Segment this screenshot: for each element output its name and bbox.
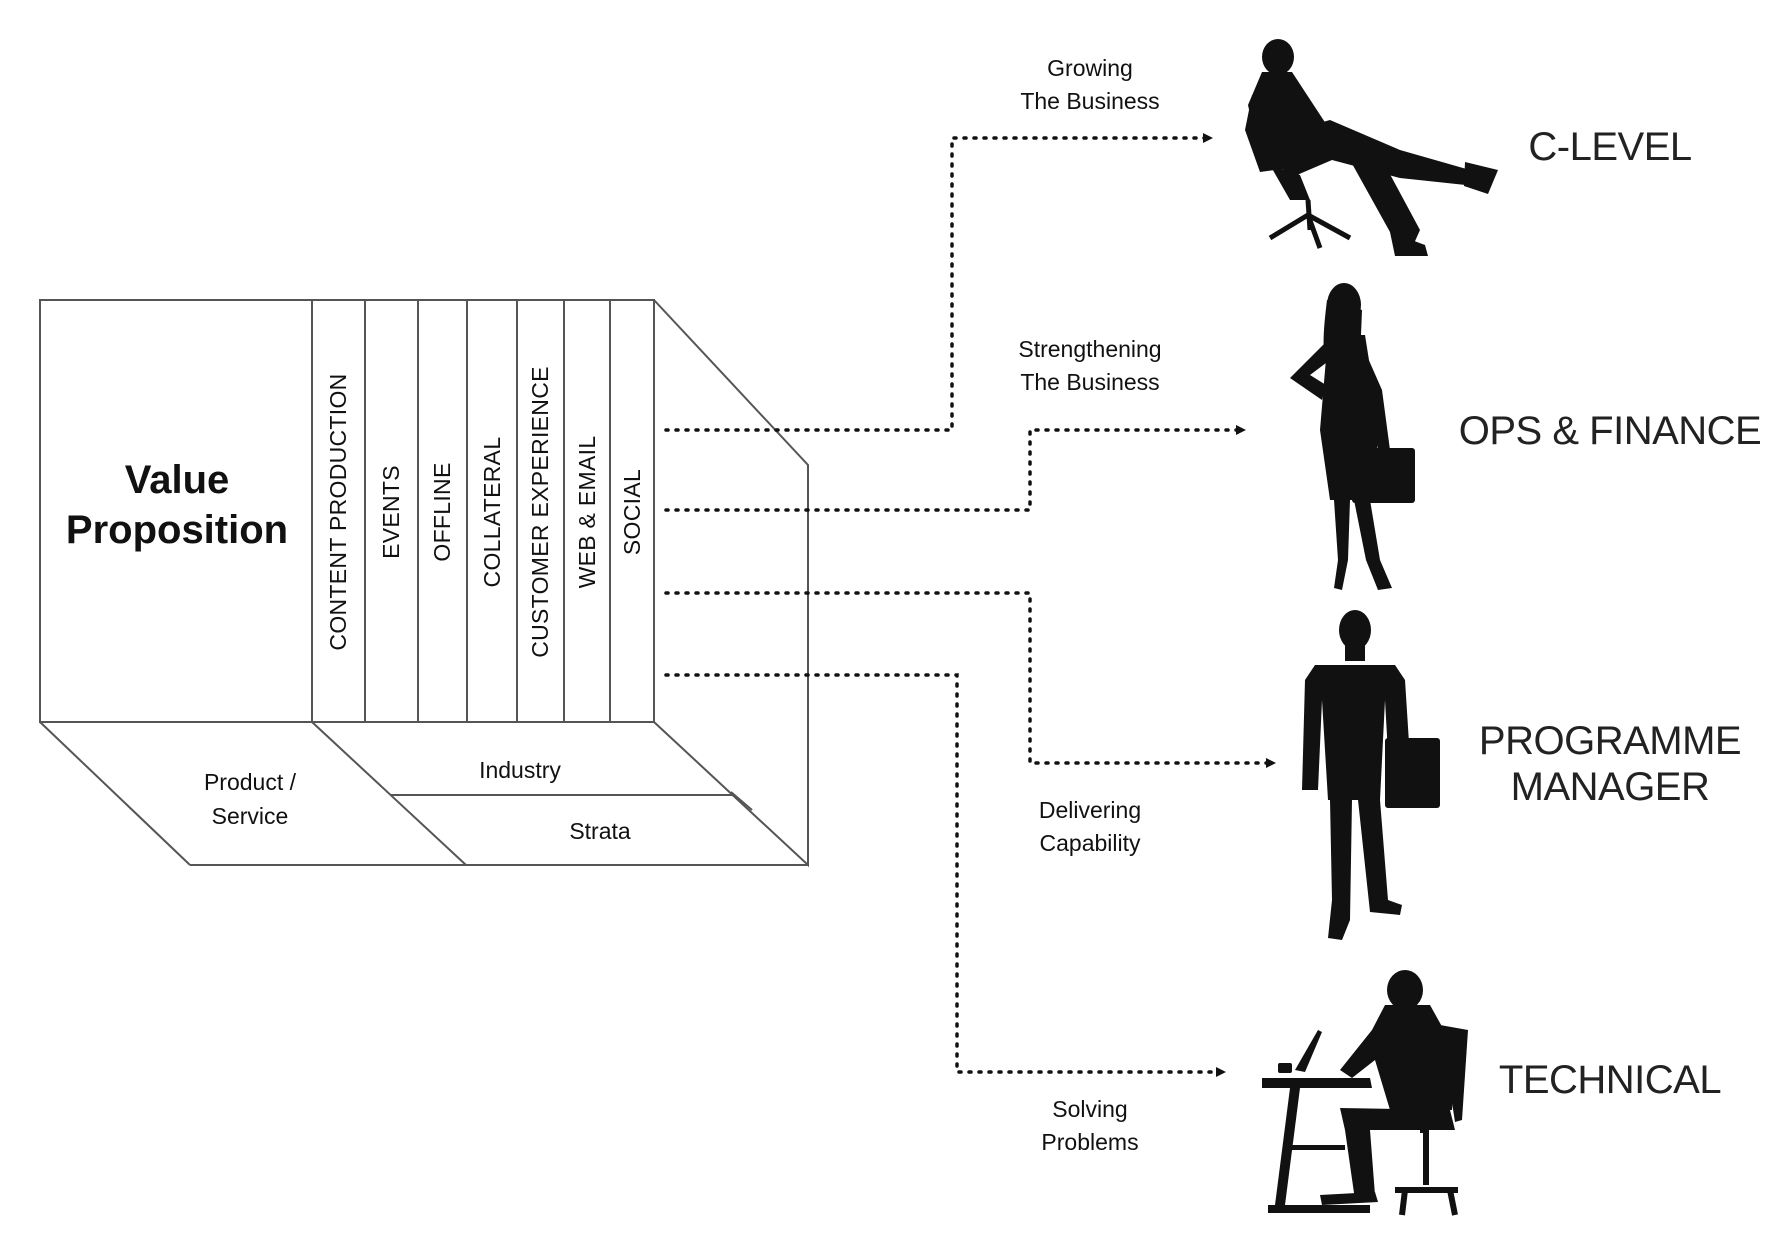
flow-solving-line2: Problems: [1041, 1129, 1139, 1155]
connector-c-level: [664, 133, 1214, 432]
persona-technical: TECHNICAL: [1498, 1058, 1722, 1102]
connectors: [664, 133, 1277, 1077]
persona-programme-manager: PROGRAMME MANAGER: [1460, 718, 1760, 810]
flow-delivering-line1: Delivering: [1038, 797, 1142, 823]
connector-ops-finance: [664, 425, 1247, 512]
channel-content-production: CONTENT PRODUCTION: [325, 373, 351, 651]
flow-growing-line2: The Business: [1020, 88, 1160, 114]
value-proposition-line1: Value: [124, 458, 230, 502]
channel-customer-experience: CUSTOMER EXPERIENCE: [527, 366, 553, 658]
channel-social: SOCIAL: [619, 468, 645, 556]
product-service-line2: Service: [211, 803, 289, 829]
strata-label: Strata: [569, 818, 631, 844]
flow-solving-line1: Solving: [1052, 1096, 1128, 1122]
product-service-label: Product / Service: [160, 765, 340, 833]
flow-label-delivering: Delivering Capability: [980, 794, 1200, 860]
executive-reclining-silhouette-icon: [1245, 39, 1498, 256]
channel-offline: OFFLINE: [429, 462, 455, 562]
flow-label-strengthening: Strengthening The Business: [980, 333, 1200, 399]
side-face: [653, 299, 809, 868]
flow-growing-line1: Growing: [1047, 55, 1133, 81]
flow-label-solving: Solving Problems: [980, 1093, 1200, 1159]
front-face: [39, 299, 655, 723]
person-at-desk-with-laptop-silhouette-icon: [1262, 970, 1468, 1216]
persona-programme-line1: PROGRAMME: [1478, 719, 1742, 763]
channel-collateral: COLLATERAL: [479, 436, 505, 588]
channel-web-email: WEB & EMAIL: [574, 435, 600, 589]
persona-programme-line2: MANAGER: [1510, 765, 1710, 809]
persona-c-level: C-LEVEL: [1528, 125, 1692, 169]
flow-strengthening-line2: The Business: [1020, 369, 1160, 395]
channel-events: EVENTS: [378, 465, 404, 559]
industry-label: Industry: [479, 757, 561, 783]
value-proposition-title: Value Proposition: [40, 455, 314, 555]
block-outline: [39, 299, 809, 868]
persona-ops-finance: OPS & FINANCE: [1458, 409, 1762, 453]
flow-strengthening-line1: Strengthening: [1018, 336, 1162, 362]
connector-programme-manager: [664, 591, 1277, 768]
value-proposition-line2: Proposition: [65, 508, 289, 552]
flow-label-growing: Growing The Business: [980, 52, 1200, 118]
businessman-with-folder-silhouette-icon: [1302, 610, 1440, 940]
product-service-line1: Product /: [203, 769, 297, 795]
connector-technical: [664, 673, 1227, 1077]
flow-delivering-line2: Capability: [1039, 830, 1141, 856]
businesswoman-with-briefcase-silhouette-icon: [1290, 283, 1415, 590]
